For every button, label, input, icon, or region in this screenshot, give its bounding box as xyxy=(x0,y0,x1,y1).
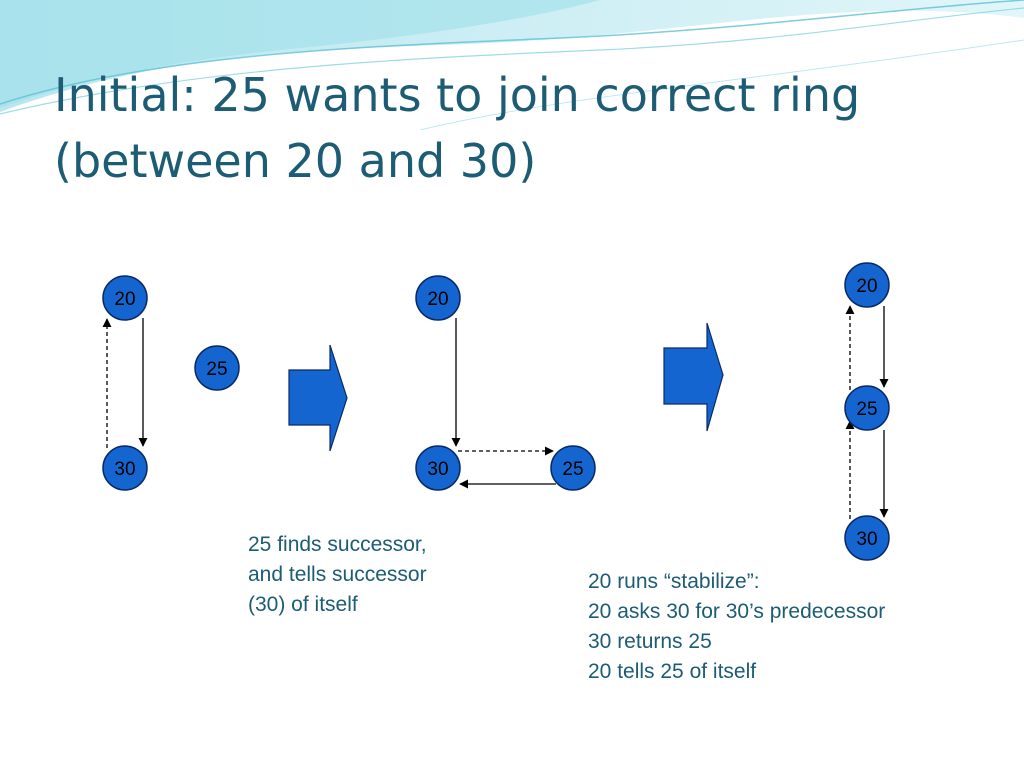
title-line-1: Initial: 25 wants to join correct ring xyxy=(54,68,861,122)
step-arrow-2 xyxy=(663,322,724,432)
step3-caption-line-1: 20 runs “stabilize”: xyxy=(588,570,760,593)
step2-caption: 25 finds successor, and tells successor … xyxy=(248,530,427,620)
step1-node-30: 30 xyxy=(102,445,148,491)
step1-node-20: 20 xyxy=(102,275,148,321)
step3-node-20: 20 xyxy=(844,262,890,308)
step2-caption-line-1: 25 finds successor, xyxy=(248,533,427,556)
step1-node-25-label: 25 xyxy=(206,359,227,380)
step2-caption-line-2: and tells successor xyxy=(248,563,427,586)
step3-group: 20 25 30 xyxy=(844,262,890,561)
step2-node-25: 25 xyxy=(550,445,596,491)
step2-caption-line-3: (30) of itself xyxy=(248,593,358,616)
step2-node-20: 20 xyxy=(415,275,461,321)
step3-node-25: 25 xyxy=(844,385,890,431)
step2-node-20-label: 20 xyxy=(427,289,448,310)
header-wave-decoration xyxy=(0,0,1024,130)
step3-caption-line-2: 20 asks 30 for 30’s predecessor xyxy=(588,600,886,623)
step3-node-25-label: 25 xyxy=(856,399,877,420)
step3-node-30: 30 xyxy=(844,515,890,561)
step3-caption-line-4: 20 tells 25 of itself xyxy=(588,660,757,683)
step1-node-20-label: 20 xyxy=(114,289,135,310)
step2-node-30-label: 30 xyxy=(427,459,448,480)
step1-node-30-label: 30 xyxy=(114,459,135,480)
step3-caption: 20 runs “stabilize”: 20 asks 30 for 30’s… xyxy=(588,567,885,687)
slide-title: Initial: 25 wants to join correct ring (… xyxy=(54,62,1014,194)
step3-node-20-label: 20 xyxy=(856,276,877,297)
step2-node-30: 30 xyxy=(415,445,461,491)
title-line-2: (between 20 and 30) xyxy=(54,134,537,188)
step1-node-25: 25 xyxy=(194,345,240,391)
step1-group: 20 30 25 xyxy=(102,275,240,491)
step3-node-30-label: 30 xyxy=(856,529,877,550)
step3-caption-line-3: 30 returns 25 xyxy=(588,630,712,653)
step-arrow-1 xyxy=(288,344,348,452)
step2-node-25-label: 25 xyxy=(562,459,583,480)
step2-group: 20 30 25 xyxy=(415,275,596,491)
